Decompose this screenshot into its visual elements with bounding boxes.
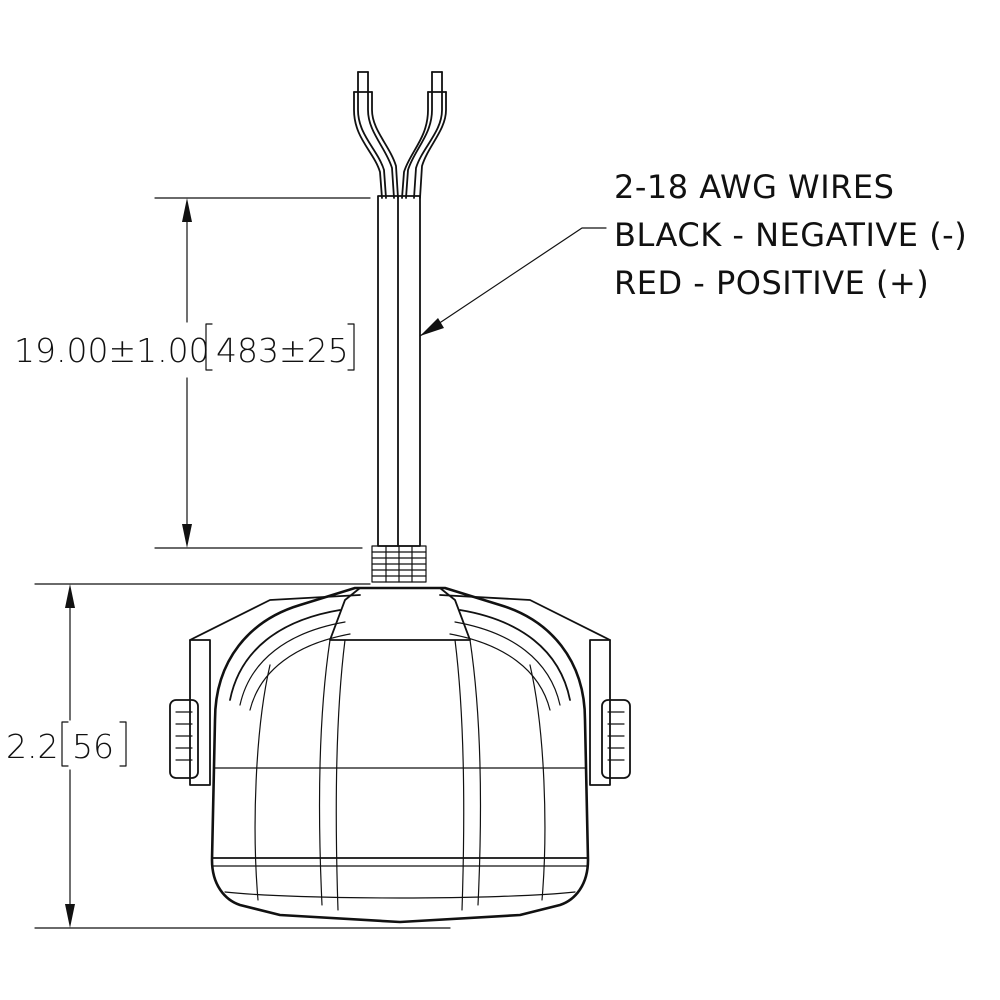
callout-line-1: 2-18 AWG WIRES [614, 168, 894, 206]
cable-jacket [377, 195, 421, 547]
callout-leader [419, 227, 607, 337]
lamp-body [169, 586, 631, 924]
dimension-lines [34, 197, 451, 929]
wire-leads [353, 71, 447, 199]
dimension-arrows [65, 198, 192, 928]
body-height-dimension: 2.2 56 [6, 721, 127, 767]
callout-line-3: RED - POSITIVE (+) [614, 264, 929, 302]
body-height-metric: 56 [72, 727, 114, 766]
cable-length-dimension: 19.00±1.00 483±25 [14, 323, 355, 371]
body-height-value: 2.2 [6, 727, 58, 766]
cable-length-value: 19.00±1.00 [14, 331, 210, 370]
wire-callout: 2-18 AWG WIRES BLACK - NEGATIVE (-) RED … [614, 168, 967, 302]
strain-relief [371, 545, 427, 583]
cable-length-metric: 483±25 [216, 331, 349, 370]
callout-line-2: BLACK - NEGATIVE (-) [614, 216, 967, 254]
